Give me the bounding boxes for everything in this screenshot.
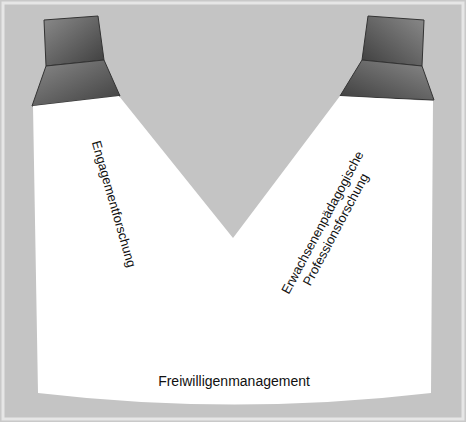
beam-label: Freiwilligenmanagement	[54, 374, 414, 389]
right-lamp-housing	[362, 16, 424, 66]
left-lamp-housing	[44, 16, 104, 66]
right-lamp-reflector	[340, 60, 434, 100]
